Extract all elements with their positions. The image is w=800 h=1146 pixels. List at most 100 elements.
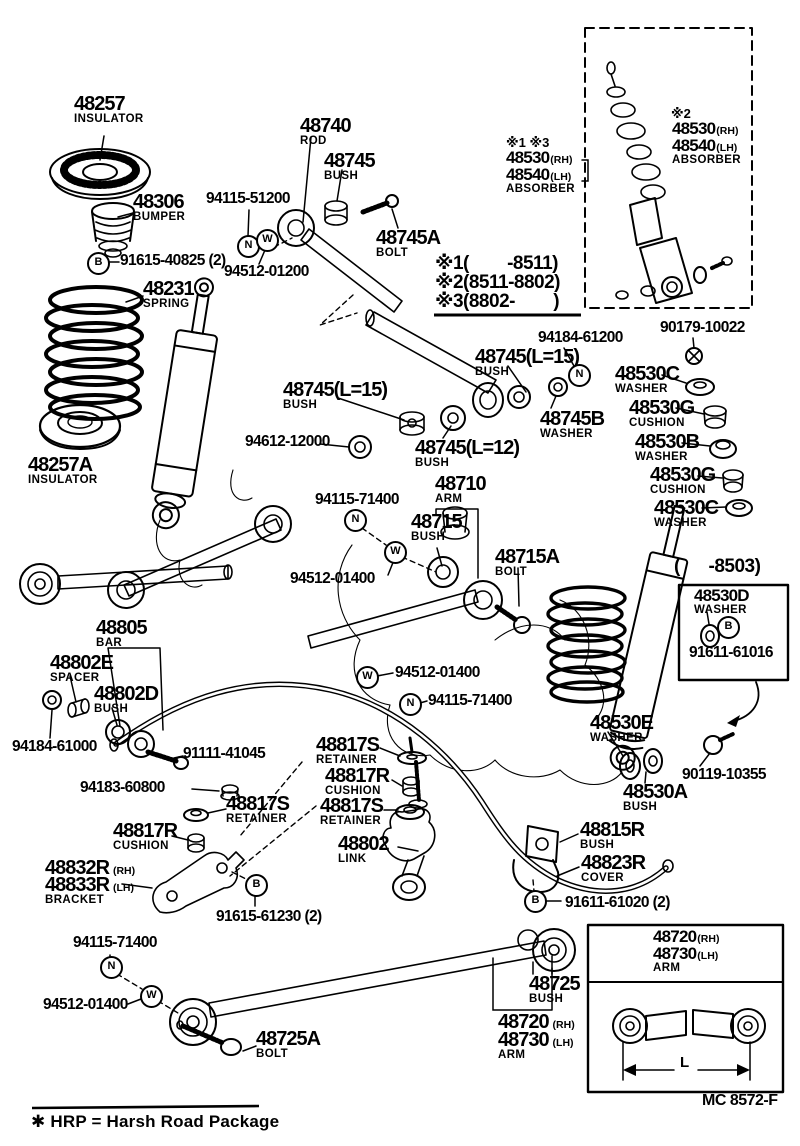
part-number: 48745B xyxy=(540,408,605,430)
part-name: CUSHION xyxy=(629,416,685,429)
part-label-9161161016: 91611-61016 xyxy=(689,644,774,662)
part-number: 48745(L=15) xyxy=(475,346,580,368)
part-label-91611610202: 91611-61020 (2) xyxy=(565,894,670,912)
part-number: 48817R xyxy=(325,765,390,787)
part-number: ※1( -8511) xyxy=(435,253,558,274)
part-name: WASHER xyxy=(694,603,747,616)
part-number: 48530G xyxy=(629,397,695,419)
part-label-8503: ( -8503) xyxy=(674,557,761,577)
part-label-13: ※1 ※3 xyxy=(506,135,549,152)
part-number: 48730 xyxy=(498,1029,550,1051)
side-tag: (LH) xyxy=(550,171,572,183)
part-label-48730: 48730 (LH)ARM xyxy=(498,1030,574,1062)
part-label-9017910022: 90179-10022 xyxy=(660,319,745,337)
side-tag: (RH) xyxy=(550,154,573,166)
part-name: ROD xyxy=(300,134,327,147)
part-number: 48832R xyxy=(45,857,110,879)
part-label-48730: 48730(LH)ARM xyxy=(653,945,718,975)
part-number: L xyxy=(680,1054,690,1071)
part-number: 48745(L=12) xyxy=(415,437,520,459)
part-name: BUSH xyxy=(283,398,318,411)
part-label-285118802: ※2(8511-8802) xyxy=(435,272,561,293)
part-name: BUSH xyxy=(529,992,564,1005)
part-number: 48257A xyxy=(28,454,93,476)
part-number: ※1 ※3 xyxy=(506,135,550,150)
part-number: 48740 xyxy=(300,115,352,137)
part-name: BRACKET xyxy=(45,893,105,906)
part-label-9451201200: 94512-01200 xyxy=(224,263,309,281)
part-name: BUSH xyxy=(475,365,510,378)
part-number: 48715 xyxy=(411,511,463,533)
callout-n-icon: N xyxy=(399,693,422,716)
part-number: 48715A xyxy=(495,546,560,568)
part-name: BUSH xyxy=(623,800,658,813)
part-number: 48745(L=15) xyxy=(283,379,388,401)
part-number: 48802D xyxy=(94,683,159,705)
part-label-38802: ※3(8802- ) xyxy=(435,292,560,312)
part-number: 48530C xyxy=(615,363,680,385)
part-name: BOLT xyxy=(495,565,528,578)
part-number: 48833R xyxy=(45,874,110,896)
part-number: 48540 xyxy=(672,136,716,155)
part-name: SPACER xyxy=(50,671,100,684)
part-number: ※2(8511-8802) xyxy=(435,272,561,293)
side-tag: (LH) xyxy=(716,142,738,154)
part-name: WASHER xyxy=(590,731,643,744)
part-label-48745l15: 48745(L=15)BUSH xyxy=(283,379,388,412)
callout-w-icon: W xyxy=(356,666,379,689)
part-number: 48745 xyxy=(324,150,376,172)
part-number: 91615-40825 (2) xyxy=(120,252,226,269)
part-number: 48530E xyxy=(590,712,654,734)
part-label-91615612302: 91615-61230 (2) xyxy=(216,908,322,926)
drawing-code: MC 8572-F xyxy=(702,1092,778,1109)
part-name: ARM xyxy=(498,1048,526,1061)
part-number: 48725 xyxy=(529,973,581,995)
part-label-48745l15: 48745(L=15)BUSH xyxy=(475,346,580,379)
part-name: LINK xyxy=(338,852,367,865)
callout-w-icon: W xyxy=(140,985,163,1008)
callout-n-icon: N xyxy=(344,509,367,532)
part-name: INSULATOR xyxy=(74,112,144,125)
part-name: BUSH xyxy=(415,456,450,469)
part-number: 48817R xyxy=(113,820,178,842)
part-name: ARM xyxy=(653,961,681,974)
part-number: 48725A xyxy=(256,1028,321,1050)
part-number: 91611-61016 xyxy=(689,644,774,661)
part-number: 94184-61200 xyxy=(538,329,623,346)
callout-n-icon: N xyxy=(100,956,123,979)
part-number: 94183-60800 xyxy=(80,779,165,796)
part-name: COVER xyxy=(581,871,624,884)
part-number: 48805 xyxy=(96,617,148,639)
part-number: 94512-01200 xyxy=(224,263,309,280)
part-number: 48802E xyxy=(50,652,114,674)
part-name: CUSHION xyxy=(113,839,169,852)
part-number: 48730 xyxy=(653,944,697,963)
part-number: 94512-01400 xyxy=(43,996,128,1013)
part-name: RETAINER xyxy=(226,812,288,825)
part-name: WASHER xyxy=(654,516,707,529)
callout-w-icon: W xyxy=(384,541,407,564)
part-number: 48540 xyxy=(506,165,550,184)
part-number: 91611-61020 (2) xyxy=(565,894,670,911)
part-number: 94115-71400 xyxy=(315,491,400,508)
part-name: SPRING xyxy=(143,297,190,310)
part-number: 48817S xyxy=(320,795,384,817)
part-label-9411571400: 94115-71400 xyxy=(428,692,513,710)
callout-b-icon: B xyxy=(87,252,110,275)
callout-b-icon: B xyxy=(717,616,740,639)
part-label-2: ※2 xyxy=(671,106,691,123)
